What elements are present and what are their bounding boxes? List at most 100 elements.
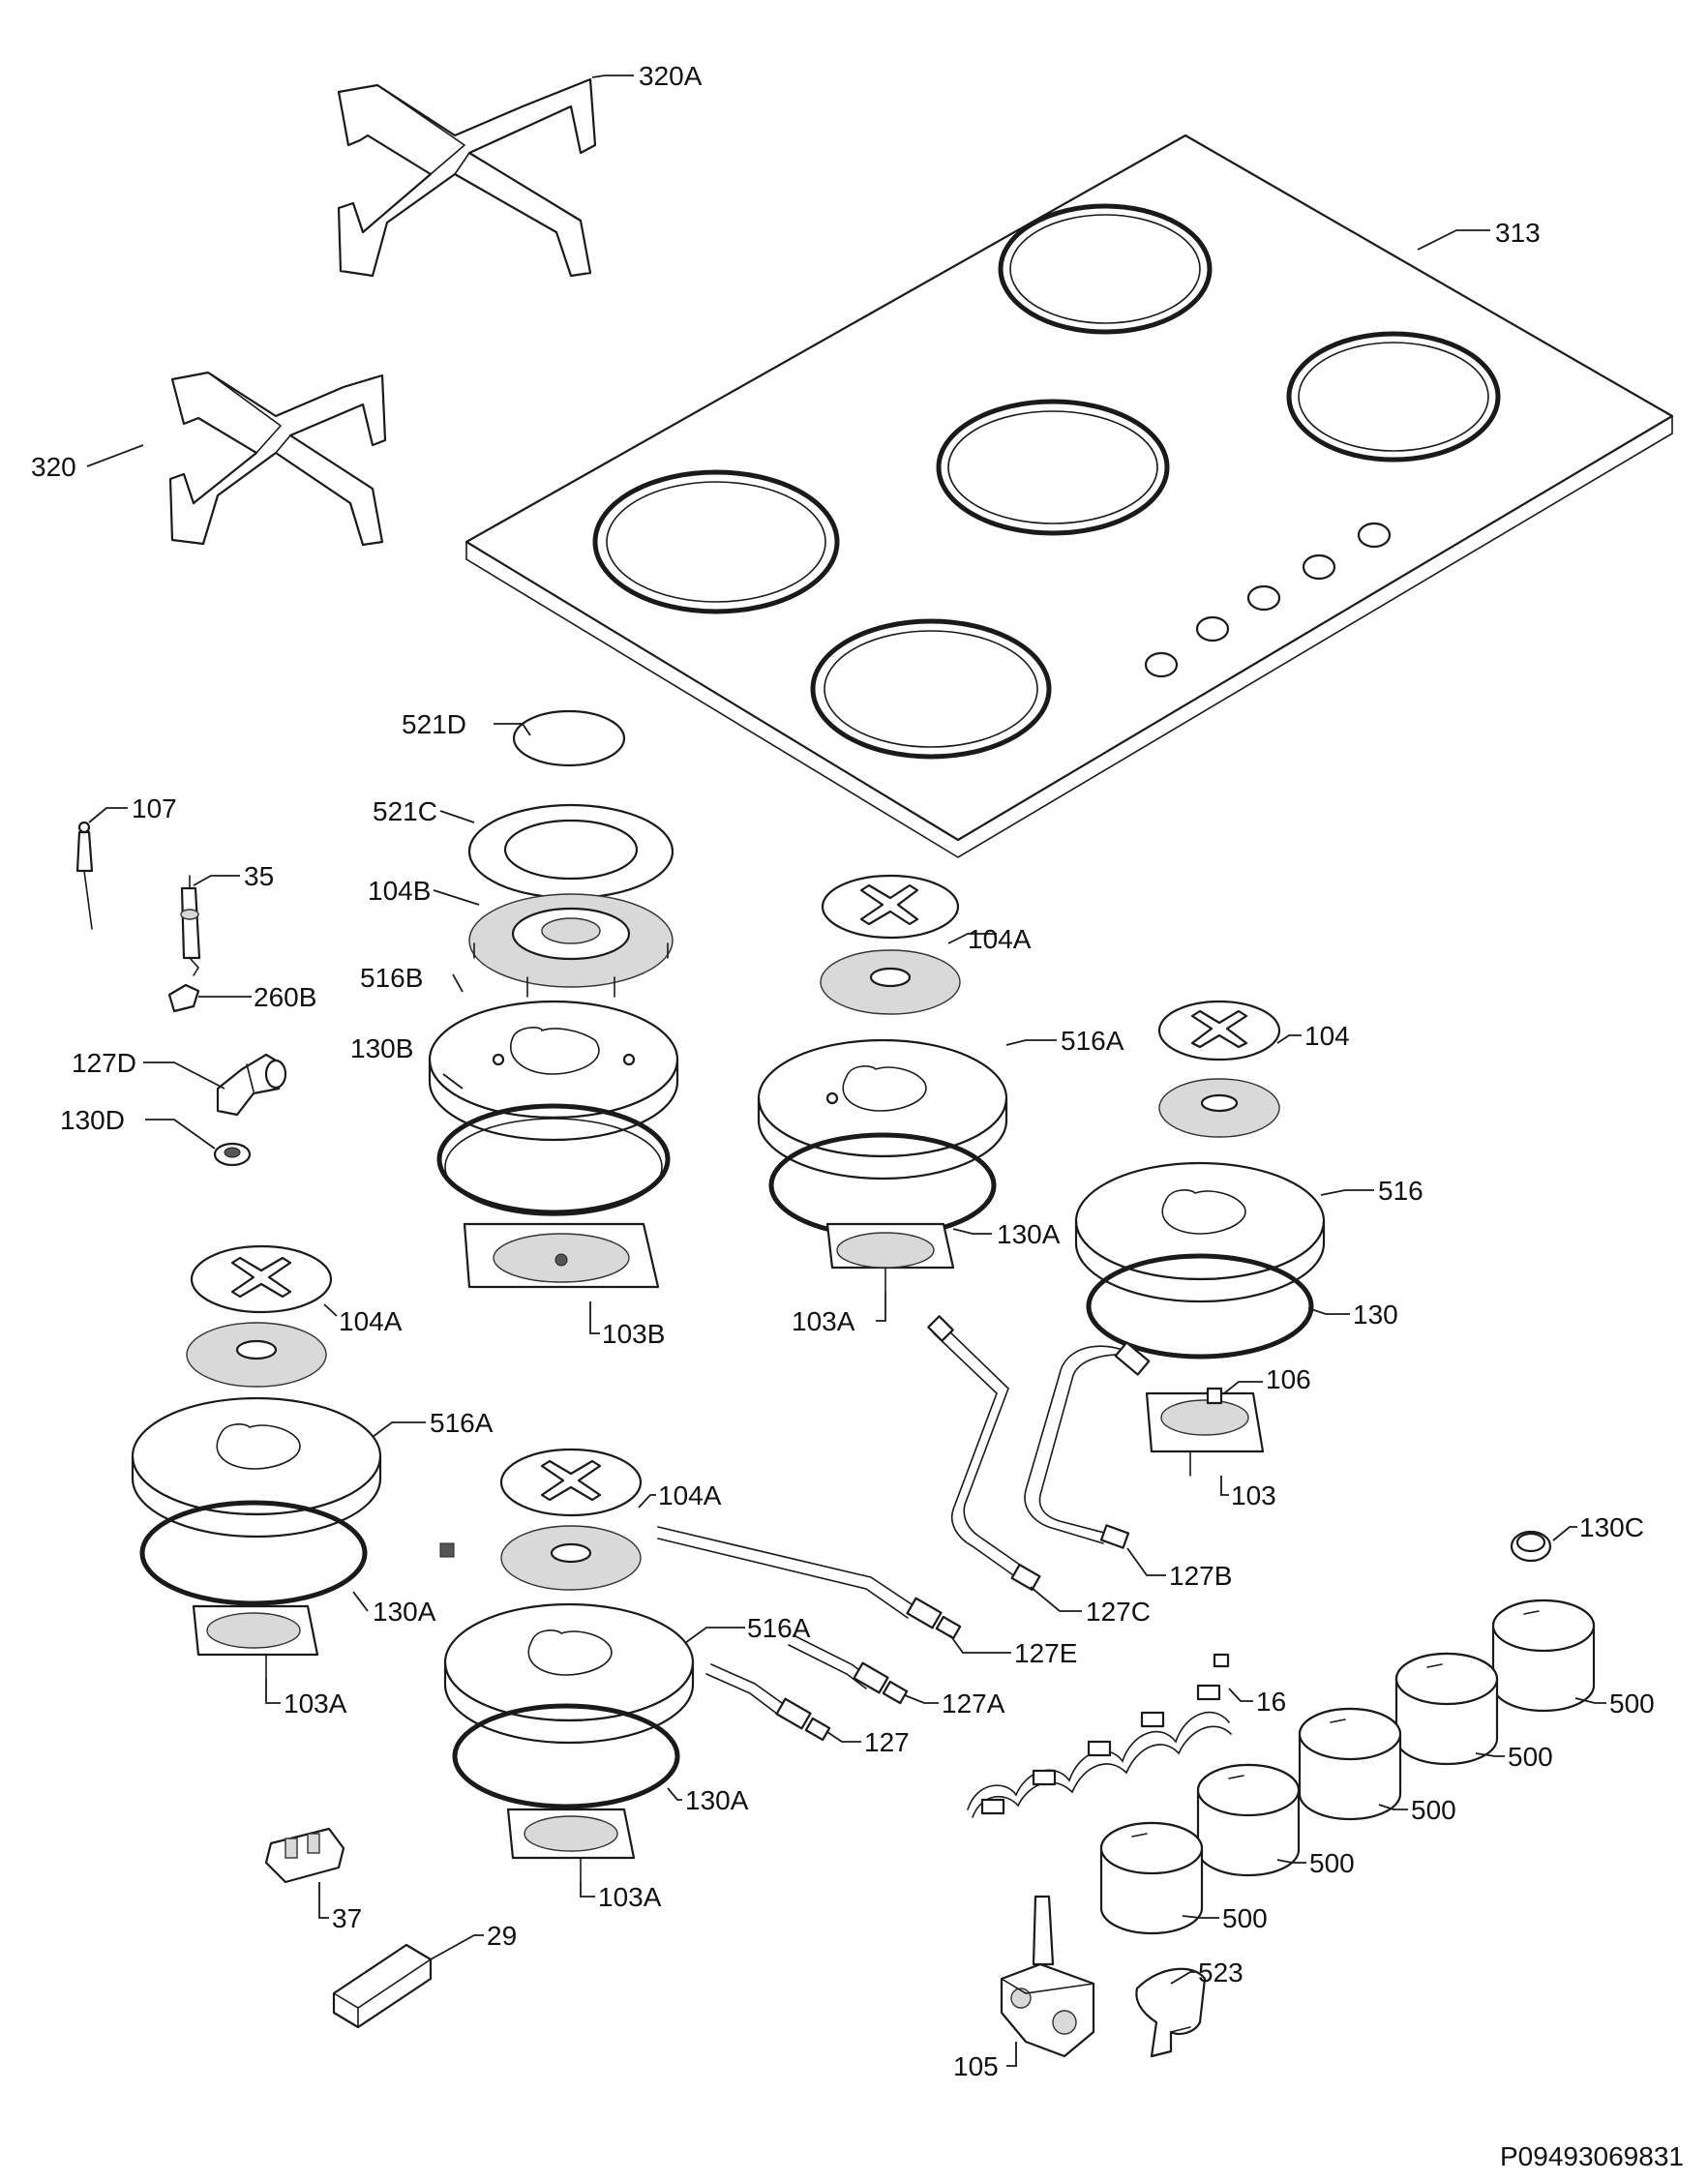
- label-130a-left: 130A: [373, 1597, 436, 1627]
- gas-pipe-127e: [657, 1526, 962, 1640]
- knob-500-e: [1099, 1821, 1204, 1935]
- burner-base-103a-middle: [506, 1808, 636, 1883]
- label-103b: 103B: [602, 1319, 665, 1349]
- label-104a-centre: 104A: [968, 924, 1032, 954]
- burner-base-103a-left: [192, 1604, 319, 1680]
- burner-ring-521c: [467, 803, 674, 900]
- label-104a-left: 104A: [339, 1306, 403, 1336]
- label-104: 104: [1304, 1021, 1350, 1051]
- label-260b: 260B: [254, 982, 316, 1012]
- label-130a-centre: 130A: [997, 1219, 1061, 1249]
- label-500-d: 500: [1309, 1848, 1355, 1878]
- label-313: 313: [1495, 218, 1541, 248]
- clip-260b: [167, 983, 200, 1013]
- document-id: P09493069831: [1500, 2141, 1684, 2171]
- gas-pipe-127c: [927, 1315, 1041, 1592]
- gas-pipe-127: [705, 1663, 831, 1742]
- burner-cap-104a-left: [190, 1244, 333, 1314]
- knob-500-d: [1196, 1763, 1301, 1877]
- knob-500-a: [1491, 1599, 1596, 1713]
- hob-top-plate-313: [464, 134, 1674, 858]
- label-521c: 521C: [373, 796, 437, 826]
- label-104b: 104B: [368, 876, 431, 906]
- burner-cap-104a-middle: [499, 1448, 643, 1517]
- label-103a-middle: 103A: [598, 1882, 662, 1912]
- burner-cap-104: [1157, 1000, 1281, 1061]
- burner-base-103b: [463, 1222, 660, 1289]
- ignition-harness-16: [967, 1653, 1232, 1818]
- label-127: 127: [864, 1727, 910, 1757]
- burner-crown-104a-middle: [500, 1525, 642, 1591]
- seal-ring-130a-middle: [452, 1703, 680, 1809]
- label-500-a: 500: [1609, 1689, 1655, 1719]
- label-523: 523: [1198, 1958, 1244, 1988]
- burner-base-103: [1145, 1391, 1265, 1477]
- small-nozzle: [439, 1542, 455, 1558]
- label-104a-middle: 104A: [658, 1480, 722, 1510]
- burner-crown-104: [1158, 1078, 1280, 1138]
- label-130: 130: [1353, 1300, 1398, 1330]
- label-516b: 516B: [360, 963, 423, 993]
- label-320: 320: [31, 452, 76, 482]
- burner-base-103a-centre: [825, 1222, 955, 1293]
- label-130c: 130C: [1579, 1512, 1644, 1542]
- burner-crown-104a-centre: [820, 949, 961, 1015]
- seal-ring-130: [1086, 1253, 1314, 1360]
- label-130d: 130D: [60, 1105, 125, 1135]
- burner-tray-516b: [428, 1000, 679, 1142]
- burner-crown-104a-left: [186, 1322, 327, 1388]
- elbow-connector-127d: [216, 1053, 287, 1117]
- label-103: 103: [1231, 1480, 1276, 1510]
- label-320a: 320A: [639, 61, 703, 91]
- knob-500-b: [1394, 1652, 1499, 1766]
- label-127d: 127D: [72, 1048, 136, 1078]
- gas-pipe-127b: [1024, 1341, 1151, 1549]
- label-103a-left: 103A: [284, 1689, 347, 1719]
- label-103a-centre: 103A: [792, 1306, 855, 1336]
- label-516a-middle: 516A: [747, 1613, 811, 1643]
- part-labels: 320A 313 320 521D 521C 107 35 104B 104A …: [31, 61, 1655, 2081]
- label-127b: 127B: [1169, 1561, 1232, 1591]
- pan-support-320: [168, 371, 387, 547]
- gas-pipe-127a: [788, 1634, 909, 1705]
- label-35: 35: [244, 861, 274, 891]
- seal-130d: [213, 1142, 252, 1167]
- label-521d: 521D: [402, 709, 466, 739]
- knob-500-c: [1298, 1707, 1402, 1821]
- burner-cap-521d: [512, 709, 626, 767]
- burner-cap-104a-centre: [821, 874, 960, 940]
- label-130a-middle: 130A: [685, 1785, 749, 1815]
- label-500-c: 500: [1411, 1795, 1456, 1825]
- burner-crown-104b: [468, 893, 674, 998]
- label-105: 105: [953, 2051, 999, 2081]
- label-106: 106: [1266, 1364, 1311, 1394]
- leader-lines: [86, 75, 1606, 2067]
- label-500-b: 500: [1508, 1742, 1553, 1772]
- injector-106: [1206, 1387, 1223, 1405]
- label-107: 107: [132, 793, 177, 823]
- knob-ring-130c: [1510, 1530, 1552, 1563]
- ignition-electrode-35: [180, 875, 201, 976]
- terminal-block-29: [332, 1943, 433, 2029]
- burner-tray-516: [1074, 1161, 1326, 1303]
- pan-support-320a: [337, 77, 597, 278]
- label-500-e: 500: [1222, 1903, 1268, 1933]
- label-516: 516: [1378, 1176, 1423, 1206]
- burner-tray-516a-left: [131, 1396, 382, 1539]
- seal-ring-130b: [436, 1103, 671, 1216]
- label-130b: 130B: [350, 1033, 413, 1063]
- label-127c: 127C: [1086, 1597, 1151, 1627]
- thermocouple-107: [75, 821, 94, 930]
- label-516a-centre: 516A: [1061, 1026, 1124, 1056]
- burner-tray-516a-centre: [757, 1038, 1008, 1181]
- label-127a: 127A: [942, 1689, 1005, 1719]
- seal-ring-130a-left: [139, 1500, 368, 1606]
- label-127e: 127E: [1014, 1638, 1077, 1668]
- label-16: 16: [1256, 1687, 1286, 1717]
- ignition-switch-37: [264, 1827, 345, 1884]
- gas-valve-105: [1000, 1895, 1095, 2058]
- valve-clip-523: [1135, 1967, 1207, 2058]
- label-37: 37: [332, 1903, 362, 1933]
- label-29: 29: [487, 1921, 517, 1951]
